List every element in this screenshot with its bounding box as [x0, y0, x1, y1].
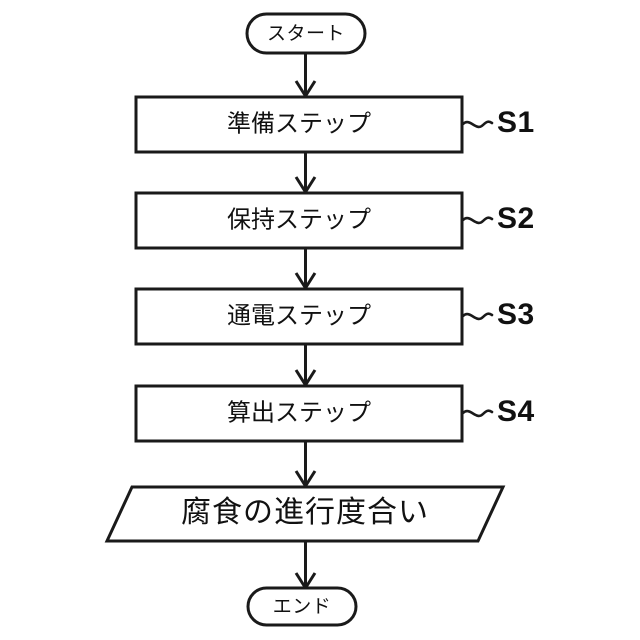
step4-process-shape	[134, 384, 464, 443]
callout-step1: S1	[461, 106, 535, 139]
edge-output-to-end	[294, 541, 317, 591]
callout-step3: S3	[461, 298, 535, 331]
start-label: スタート	[267, 23, 345, 45]
end-terminator-shape	[246, 586, 358, 627]
tilde-connector-icon	[461, 216, 494, 225]
step2-label: 保持ステップ	[227, 206, 371, 233]
tilde-connector-icon	[461, 409, 494, 418]
edge-step2-to-step3	[294, 248, 317, 291]
step3-label: 通電ステップ	[227, 302, 371, 329]
callout-step4: S4	[461, 395, 535, 428]
node-output[interactable]: 腐食の進行度合い	[104, 485, 506, 543]
step1-label: 準備ステップ	[227, 110, 371, 137]
tilde-connector-icon	[461, 120, 494, 129]
step1-code: S1	[497, 106, 535, 139]
output-parallelogram-shape	[104, 485, 506, 543]
step3-code: S3	[497, 298, 535, 331]
end-label: エンド	[273, 597, 332, 618]
edge-step1-to-step2	[294, 152, 317, 195]
step1-process-shape	[134, 95, 464, 154]
node-step2[interactable]: 保持ステップ	[134, 191, 464, 250]
output-label: 腐食の進行度合い	[181, 496, 429, 529]
node-end[interactable]: エンド	[246, 586, 358, 627]
node-step1[interactable]: 準備ステップ	[134, 95, 464, 154]
step2-code: S2	[497, 202, 535, 235]
edge-start-to-step1	[294, 53, 317, 99]
edge-step3-to-step4	[294, 344, 317, 388]
step4-label: 算出ステップ	[227, 399, 371, 426]
node-step3[interactable]: 通電ステップ	[134, 287, 464, 346]
step3-process-shape	[134, 287, 464, 346]
node-step4[interactable]: 算出ステップ	[134, 384, 464, 443]
step4-code: S4	[497, 395, 535, 428]
node-start[interactable]: スタート	[245, 12, 367, 55]
step2-process-shape	[134, 191, 464, 250]
edge-step4-to-output	[294, 441, 317, 489]
callout-step2: S2	[461, 202, 535, 235]
tilde-connector-icon	[461, 312, 494, 321]
